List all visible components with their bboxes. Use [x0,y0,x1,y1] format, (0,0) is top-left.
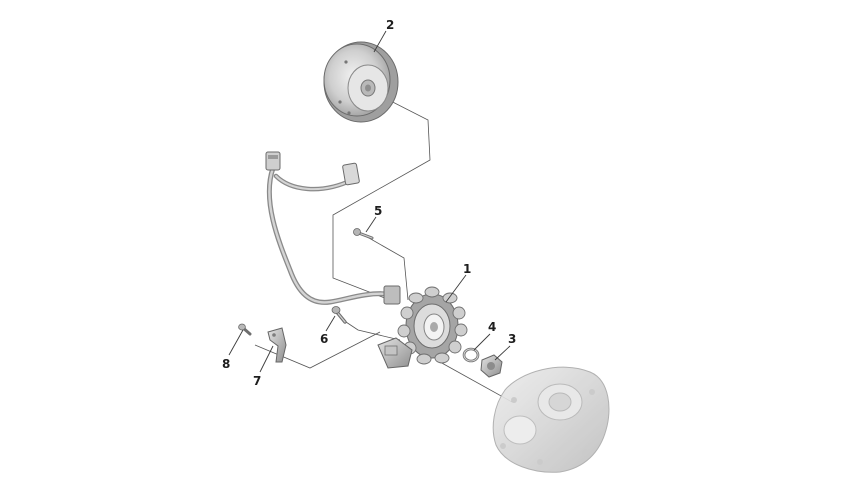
part-pickup-sensor [377,337,413,369]
callout-7: 7 [253,374,261,388]
part-side-cover [492,366,610,473]
assembly-lines [254,91,513,403]
part-wire-harness [265,151,401,305]
part-nut [480,354,503,378]
part-flywheel [323,41,399,123]
callout-8: 8 [222,357,230,371]
callout-4: 4 [488,320,496,334]
callout-labels: 1 2 3 4 5 6 7 8 [222,18,516,388]
callout-5: 5 [374,204,382,218]
part-bolt-6 [331,306,347,324]
part-washer [462,347,480,363]
callout-2: 2 [386,18,394,32]
callout-1: 1 [463,262,471,276]
callout-leaders [228,30,511,373]
part-bolt-5 [353,228,374,240]
callout-3: 3 [508,332,516,346]
part-screw-8 [238,323,252,336]
part-clamp-7 [267,327,287,363]
part-stator [397,286,468,365]
callout-6: 6 [320,332,328,346]
